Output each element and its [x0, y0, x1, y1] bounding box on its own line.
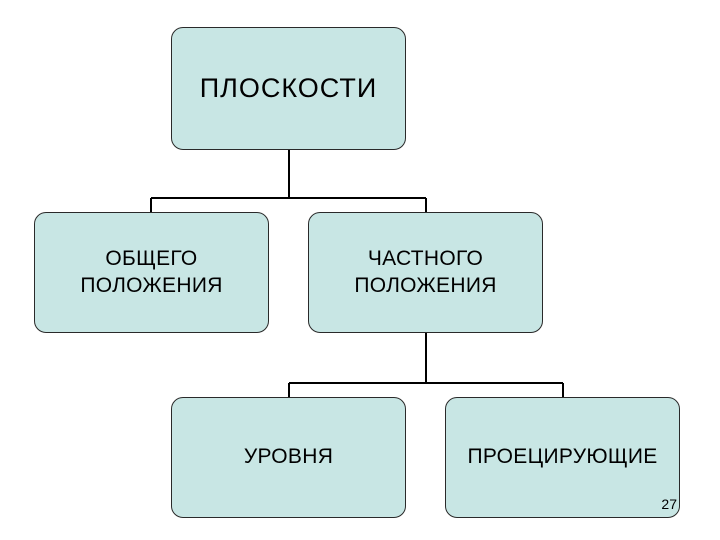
node-particular-position: ЧАСТНОГО ПОЛОЖЕНИЯ	[308, 212, 543, 333]
node-level-planes: УРОВНЯ	[171, 397, 406, 518]
node-level-planes-label: УРОВНЯ	[243, 445, 334, 469]
node-projecting-planes: ПРОЕЦИРУЮЩИЕ	[445, 397, 680, 518]
node-general-position: ОБЩЕГО ПОЛОЖЕНИЯ	[34, 212, 269, 333]
node-projecting-planes-label: ПРОЕЦИРУЮЩИЕ	[467, 445, 658, 469]
node-particular-position-label: ЧАСТНОГО ПОЛОЖЕНИЯ	[354, 247, 497, 297]
root-node-label: ПЛОСКОСТИ	[199, 72, 378, 103]
node-general-position-label: ОБЩЕГО ПОЛОЖЕНИЯ	[80, 247, 223, 297]
root-node-planes: ПЛОСКОСТИ	[171, 27, 406, 150]
page-number: 27	[661, 496, 677, 512]
